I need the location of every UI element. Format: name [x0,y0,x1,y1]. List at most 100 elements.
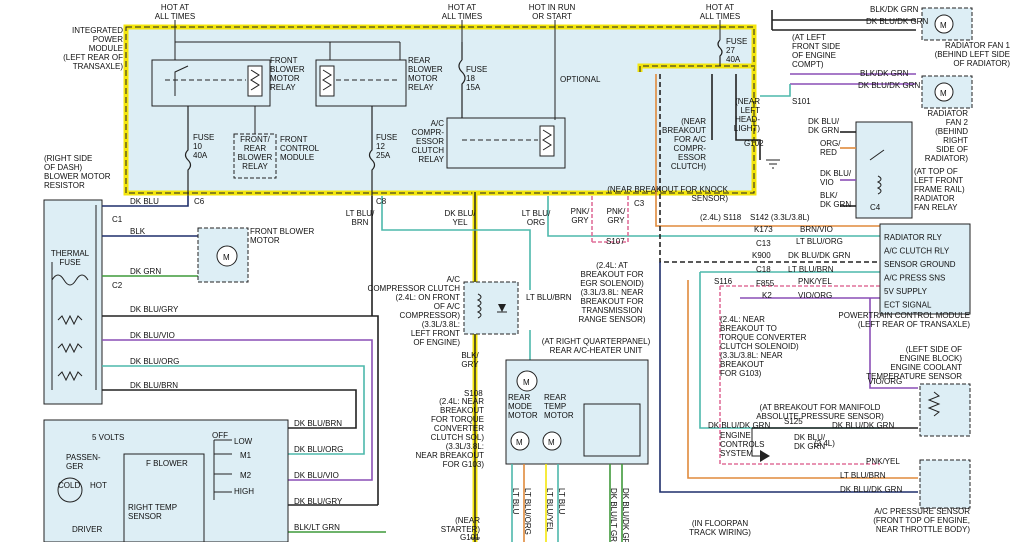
wires-vio_org_2: VIO/ORG [868,377,902,386]
labels-rad_fan1-line: (BEHIND LEFT SIDE [935,50,1010,59]
wires-dk_blu_dk_grn_2: DK BLU/DK GRN [858,81,920,90]
connector-ref: C4 [870,203,881,212]
wires-dk_blu_gry: DK BLU/GRY [130,305,179,314]
f-blower-box [123,453,205,542]
labels-fuse18-line: 18 [466,74,475,83]
fuse-icon [368,106,376,196]
labels-blower_resistor-line: OF DASH) [44,163,83,172]
labels-fuse18-line: 15A [466,83,481,92]
rear-wire-label: LT BLU [557,488,566,515]
wires-dk_blu_org: DK BLU/ORG [130,357,179,366]
labels-pcm_title-line: (LEFT REAR OF TRANSAXLE) [858,320,971,329]
labels-compressor_clutch-line: COMPRESSOR CLUTCH [368,284,461,293]
labels-hot_all_3-line: HOT AT [706,3,734,12]
labels-compressor_clutch-line: (2.4L: ON FRONT [396,293,461,302]
rear-wire-label: LT BLU/YEL [545,488,554,532]
labels-s116_note-line: FOR G103) [720,369,762,378]
wires-dk_grn: DK GRN [130,267,161,276]
coil-icon [319,65,335,97]
labels-high: HIGH [234,487,254,496]
labels-fuse27-line: 27 [726,46,735,55]
wires-dk_blu_org_c2: DK BLU/ORG [294,445,343,454]
labels-fuse10-line: 10 [193,142,202,151]
labels-s107_note-line: (3.3L/3.8L: NEAR [581,288,644,297]
svg-text:M: M [940,21,947,30]
wires-blk_dk_grn_3-line: DK GRN [820,200,851,209]
motor-icon: M [934,14,954,34]
wires-pnk_yel_2: PNK/YEL [866,457,900,466]
labels-hot_all_1-line: HOT AT [161,3,189,12]
wires-lt_blu_brn-line: BRN [352,218,369,227]
labels-pcm_title-line: POWERTRAIN CONTROL MODULE [838,311,970,320]
labels-low: LOW [234,437,253,446]
labels-ac_relay-line: ESSOR [416,137,444,146]
wire-s101 [760,84,791,97]
relay-contacts [869,149,885,195]
labels-s108_note-line: BREAKOUT [440,406,484,415]
labels-ipm-line: POWER [93,35,123,44]
wires-blk_gry-line: GRY [461,360,479,369]
labels-rear_blower_relay-line: MOTOR [408,74,438,83]
wires-lt_blu_brn-line: LT BLU/ [346,209,375,218]
wires-lt_blu_org-line: ORG [527,218,545,227]
labels-m2: M2 [240,471,252,480]
wire-dk-blu [102,196,189,207]
wire-ipm-c2 [711,74,761,160]
ac-pressure-sensor [919,459,971,509]
wires-dk_blu_vio_r-line: DK BLU/ [820,169,852,178]
wire-dk-blu-dk-grn-ac [659,262,918,493]
splice-ref: S125 [784,417,803,426]
labels-front_blower_relay-line: FRONT [270,56,298,65]
wires-lt_blu_brn_r: LT BLU/BRN [788,265,834,274]
labels-fuse27-line: 40A [726,55,741,64]
labels-breakout_ac_clutch-line: COMPR- [674,144,707,153]
ipm-box-outline [125,26,755,194]
circuit-ref: K900 [752,251,771,260]
wire-fan2-feed [790,73,916,85]
labels-ecs-line: ENGINE [720,431,751,440]
wires-dk_blu_yel-line: YEL [452,218,468,227]
labels-near_starter-line: (NEAR [455,516,480,525]
wires-lt_blu_brn_v: LT BLU/BRN [526,293,572,302]
labels-hot_all_2-line: ALL TIMES [442,12,482,21]
wires-org_red-line: ORG/ [820,139,841,148]
rear-blower-resistor [583,403,641,457]
circuit-ref: C18 [756,265,771,274]
labels-pcm_pins-line: 5V SUPPLY [884,287,928,296]
svg-text:M: M [940,89,947,98]
labels-thermal_fuse-line: THERMAL [51,249,90,258]
labels-rad_relay-line: (AT TOP OF [914,167,958,176]
engine-suffix: (2.4L) [814,439,835,448]
wires-blk_dk_grn_1: BLK/DK GRN [870,5,919,14]
labels-rad_fan2-line: RIGHT [943,136,968,145]
labels-s118_note: (2.4L) S118 [700,213,742,222]
wire-pnk-gry [591,196,629,243]
labels-right_temp-line: RIGHT TEMP [128,503,177,512]
labels-compressor_clutch-line: COMPRESSOR) [400,311,461,320]
labels-front_rear_relay-line: FRONT/ [240,135,271,144]
labels-thermal_fuse-line: FUSE [59,258,80,267]
labels-passenger-line: GER [66,462,84,471]
resistor-icon [927,391,941,417]
radiator-fan-relay [855,121,913,219]
labels-compressor_clutch-line: (3.3L/3.8L: [422,320,460,329]
wires-pnk_yel: PNK/YEL [798,277,832,286]
labels-near_left_headlight-line: (NEAR [735,97,760,106]
labels-blower_resistor-line: RESISTOR [44,181,85,190]
front-blower-relay [151,59,271,107]
fuse-icon [458,42,466,118]
wires-pnk_gry_b-line: GRY [607,216,625,225]
fuse-icon [184,106,192,196]
labels-ac_relay-line: COMPR- [412,128,445,137]
labels-rear_blower_relay-line: BLOWER [408,65,443,74]
labels-rear_blower_relay-line: RELAY [408,83,434,92]
blower-switch [213,439,232,500]
labels-hot: HOT [90,481,107,490]
labels-fuse12-line: FUSE [376,133,397,142]
wires-lt_blu_brn_2: LT BLU/BRN [840,471,886,480]
wires-blk_dk_grn_3-line: BLK/ [820,191,838,200]
ipm-box [123,24,757,196]
labels-near_left_headlight-line: LEFT [740,106,760,115]
coil-icon [247,65,263,97]
wires-blk_lt_grn: BLK/LT GRN [294,523,340,532]
